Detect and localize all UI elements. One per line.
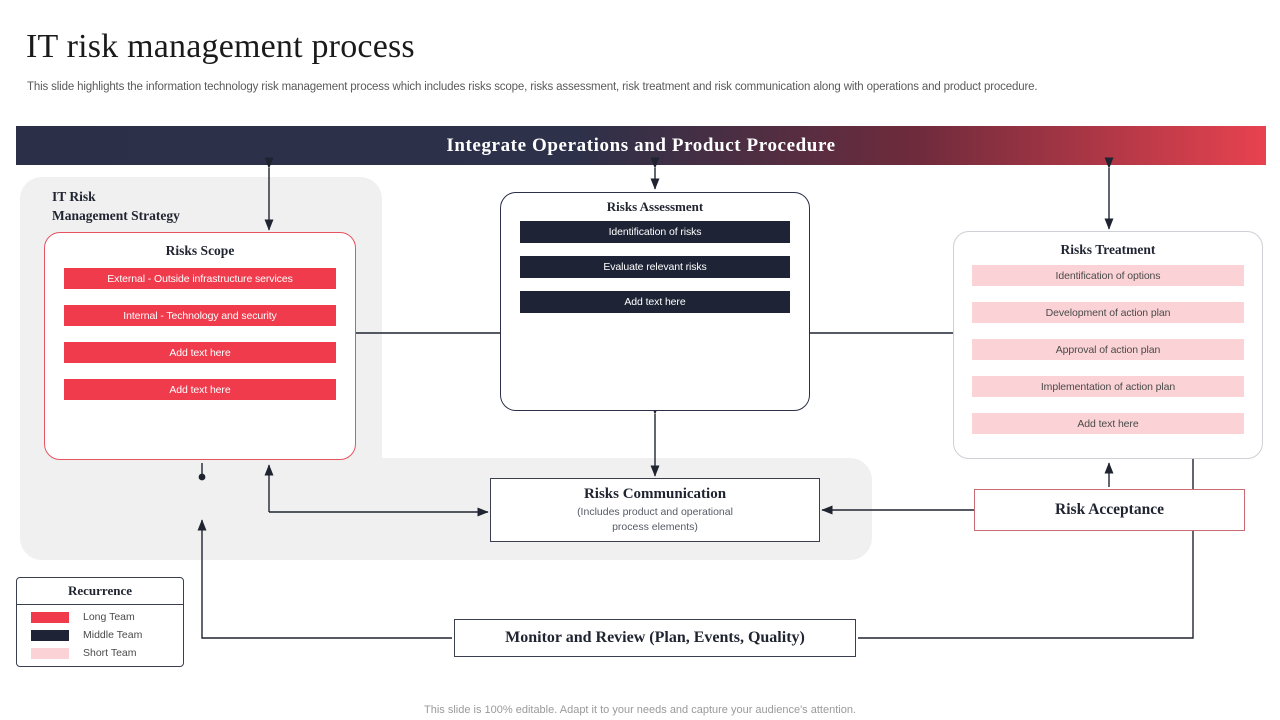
risks-scope-item[interactable]: Internal - Technology and security [64, 305, 336, 326]
risks-treatment-item[interactable]: Add text here [972, 413, 1244, 434]
monitor-and-review-title: Monitor and Review (Plan, Events, Qualit… [505, 629, 805, 646]
legend-label: Long Team [83, 611, 135, 623]
risks-communication-subtitle: (Includes product and operational proces… [577, 505, 733, 535]
risk-acceptance-title: Risk Acceptance [1055, 501, 1164, 518]
legend-title: Recurrence [17, 578, 183, 605]
card-risks-assessment-rows: Identification of risks Evaluate relevan… [501, 221, 809, 313]
risks-treatment-item[interactable]: Identification of options [972, 265, 1244, 286]
card-risks-treatment-rows: Identification of options Development of… [954, 265, 1262, 434]
risks-assessment-item[interactable]: Add text here [520, 291, 790, 313]
legend-swatch-middle-team [31, 629, 69, 641]
card-risks-treatment[interactable]: Risks Treatment Identification of option… [953, 231, 1263, 459]
card-risks-treatment-title: Risks Treatment [1060, 242, 1156, 257]
card-risks-assessment[interactable]: Risks Assessment Identification of risks… [500, 192, 810, 411]
legend-items: Long Team Middle Team Short Team [17, 605, 183, 659]
legend-swatch-short-team [31, 647, 69, 659]
risks-communication-title: Risks Communication [583, 485, 727, 502]
page-title: IT risk management process [26, 28, 415, 65]
risks-treatment-item[interactable]: Approval of action plan [972, 339, 1244, 360]
risks-communication-subtitle-line1: (Includes product and operational [577, 505, 733, 518]
risks-scope-item[interactable]: Add text here [64, 379, 336, 400]
legend-recurrence: Recurrence Long Team Middle Team Short T… [16, 577, 184, 667]
risks-communication-subtitle-line2: process elements) [612, 520, 698, 533]
card-risks-scope-rows: External - Outside infrastructure servic… [45, 268, 355, 400]
strategy-caption: IT Risk Management Strategy [52, 187, 180, 225]
card-risks-assessment-title: Risks Assessment [606, 199, 704, 214]
legend-item: Middle Team [31, 629, 183, 641]
box-monitor-and-review[interactable]: Monitor and Review (Plan, Events, Qualit… [454, 619, 856, 657]
strategy-caption-line2: Management Strategy [52, 208, 180, 223]
risks-assessment-item[interactable]: Evaluate relevant risks [520, 256, 790, 278]
risks-scope-item[interactable]: External - Outside infrastructure servic… [64, 268, 336, 289]
legend-item: Short Team [31, 647, 183, 659]
banner-label: Integrate Operations and Product Procedu… [446, 134, 836, 156]
card-risks-scope-title: Risks Scope [165, 243, 235, 258]
legend-label: Short Team [83, 647, 137, 659]
risks-treatment-item[interactable]: Development of action plan [972, 302, 1244, 323]
banner-integrate-operations: Integrate Operations and Product Procedu… [16, 126, 1266, 165]
strategy-caption-line1: IT Risk [52, 189, 96, 204]
risks-assessment-item[interactable]: Identification of risks [520, 221, 790, 243]
box-risk-acceptance[interactable]: Risk Acceptance [974, 489, 1245, 531]
risks-treatment-item[interactable]: Implementation of action plan [972, 376, 1244, 397]
box-risks-communication[interactable]: Risks Communication (Includes product an… [490, 478, 820, 542]
risks-scope-item[interactable]: Add text here [64, 342, 336, 363]
page-subtitle: This slide highlights the information te… [27, 81, 1038, 93]
legend-swatch-long-team [31, 611, 69, 623]
footer-note: This slide is 100% editable. Adapt it to… [424, 704, 856, 716]
legend-item: Long Team [31, 611, 183, 623]
card-risks-scope[interactable]: Risks Scope External - Outside infrastru… [44, 232, 356, 460]
legend-label: Middle Team [83, 629, 143, 641]
